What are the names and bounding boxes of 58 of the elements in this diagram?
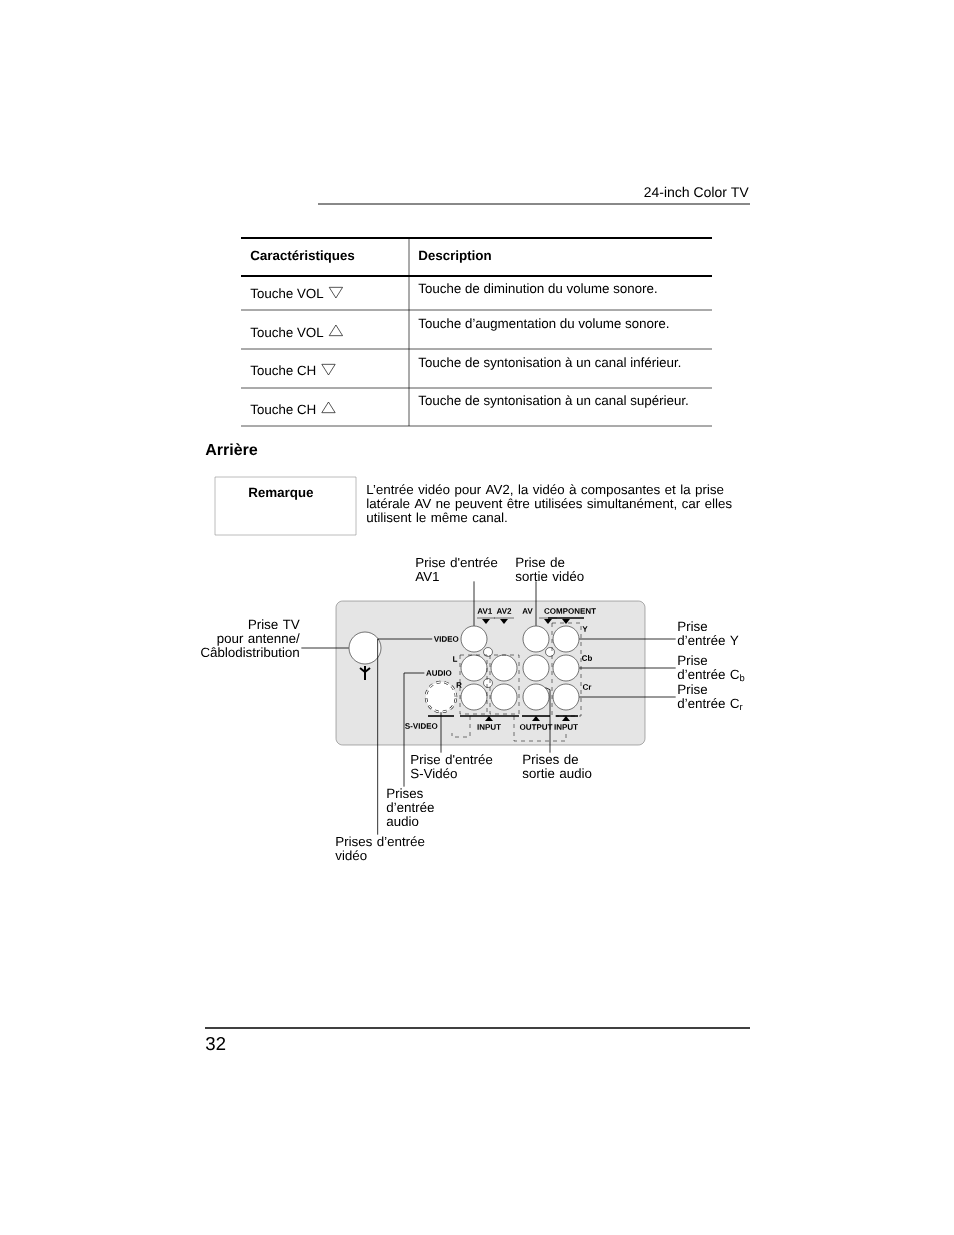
callout-text: Prise d'entrée S-Vidéo xyxy=(410,754,493,779)
leader-line xyxy=(578,696,677,698)
callout-text: Prises d’entrée vidéo xyxy=(335,836,425,861)
panel-label: S-VIDEO xyxy=(405,723,438,729)
panel-label: L xyxy=(453,656,458,662)
jack xyxy=(552,683,580,711)
table-cell: Touche de syntonisation à un canal inférieur. xyxy=(418,357,681,370)
panel-label: Y xyxy=(582,626,588,632)
callout-text: Prises d’entrée audio xyxy=(386,788,434,827)
jack xyxy=(460,625,488,653)
note-title: Remarque xyxy=(249,487,313,500)
panel-label: VIDEO xyxy=(433,636,459,642)
panel-label: AV1 xyxy=(477,608,492,614)
jack xyxy=(522,625,550,653)
note-text: L’entrée vidéo pour AV2, la vidéo à composantes et la prise latérale AV ne peuvent être utilisées simultanément, car elles utilisent le même canal. xyxy=(367,484,732,523)
leader-line xyxy=(473,580,475,627)
leader-line xyxy=(545,687,551,754)
callout-text: Prise d’entrée Y xyxy=(677,621,739,646)
table-cell: Touche CH xyxy=(250,365,316,376)
callout-text: Prises de sortie audio xyxy=(522,754,592,779)
header-text: 24-inch Color TV xyxy=(644,186,749,198)
panel-label: COMPONENT xyxy=(544,608,596,614)
panel-label: Cb xyxy=(582,655,592,661)
leader-line xyxy=(300,647,350,649)
panel-label: INPUT xyxy=(554,724,578,730)
table-cell: Touche VOL xyxy=(250,327,324,338)
callout-text: Prise d'entrée AV1 xyxy=(415,557,498,582)
leader-line xyxy=(377,638,433,836)
table-cell: Touche d’augmentation du volume sonore. xyxy=(418,318,669,331)
panel-label: AUDIO xyxy=(426,670,452,676)
panel-label: AV2 xyxy=(496,608,512,614)
callout-text: Prise d’entrée C$_{b}$ xyxy=(677,655,745,682)
leader-line xyxy=(535,580,537,627)
leader-line xyxy=(403,672,425,788)
table-cell: Touche VOL xyxy=(250,288,324,299)
panel-label: Cr xyxy=(582,684,592,690)
table-cell: Touche CH xyxy=(250,404,316,415)
page-number: 32 xyxy=(206,1036,226,1051)
callout-text: Prise d’entrée C$_{r}$ xyxy=(677,684,743,710)
section-heading: Arrière xyxy=(205,443,258,456)
table-cell: Touche de syntonisation à un canal supérieur. xyxy=(418,395,688,408)
callout-text: Prise de sortie vidéo xyxy=(515,557,584,582)
table-cell: Touche de diminution du volume sonore. xyxy=(418,283,657,294)
panel-label: AV xyxy=(522,608,533,614)
leader-line xyxy=(440,711,442,754)
jack xyxy=(348,631,382,665)
jack xyxy=(424,680,458,714)
panel-label: INPUT xyxy=(477,724,501,730)
jack xyxy=(552,625,580,653)
table-header: Description xyxy=(419,250,491,263)
callout-text: Prise TV pour antenne/ Câblodistribution xyxy=(201,619,300,658)
leader-line xyxy=(578,638,677,640)
leader-line xyxy=(578,667,677,669)
jack xyxy=(552,654,580,682)
panel-label: OUTPUT xyxy=(519,724,553,730)
table-header: Caractéristiques xyxy=(250,250,355,263)
jack xyxy=(522,683,550,711)
panel-label: R xyxy=(456,682,462,688)
